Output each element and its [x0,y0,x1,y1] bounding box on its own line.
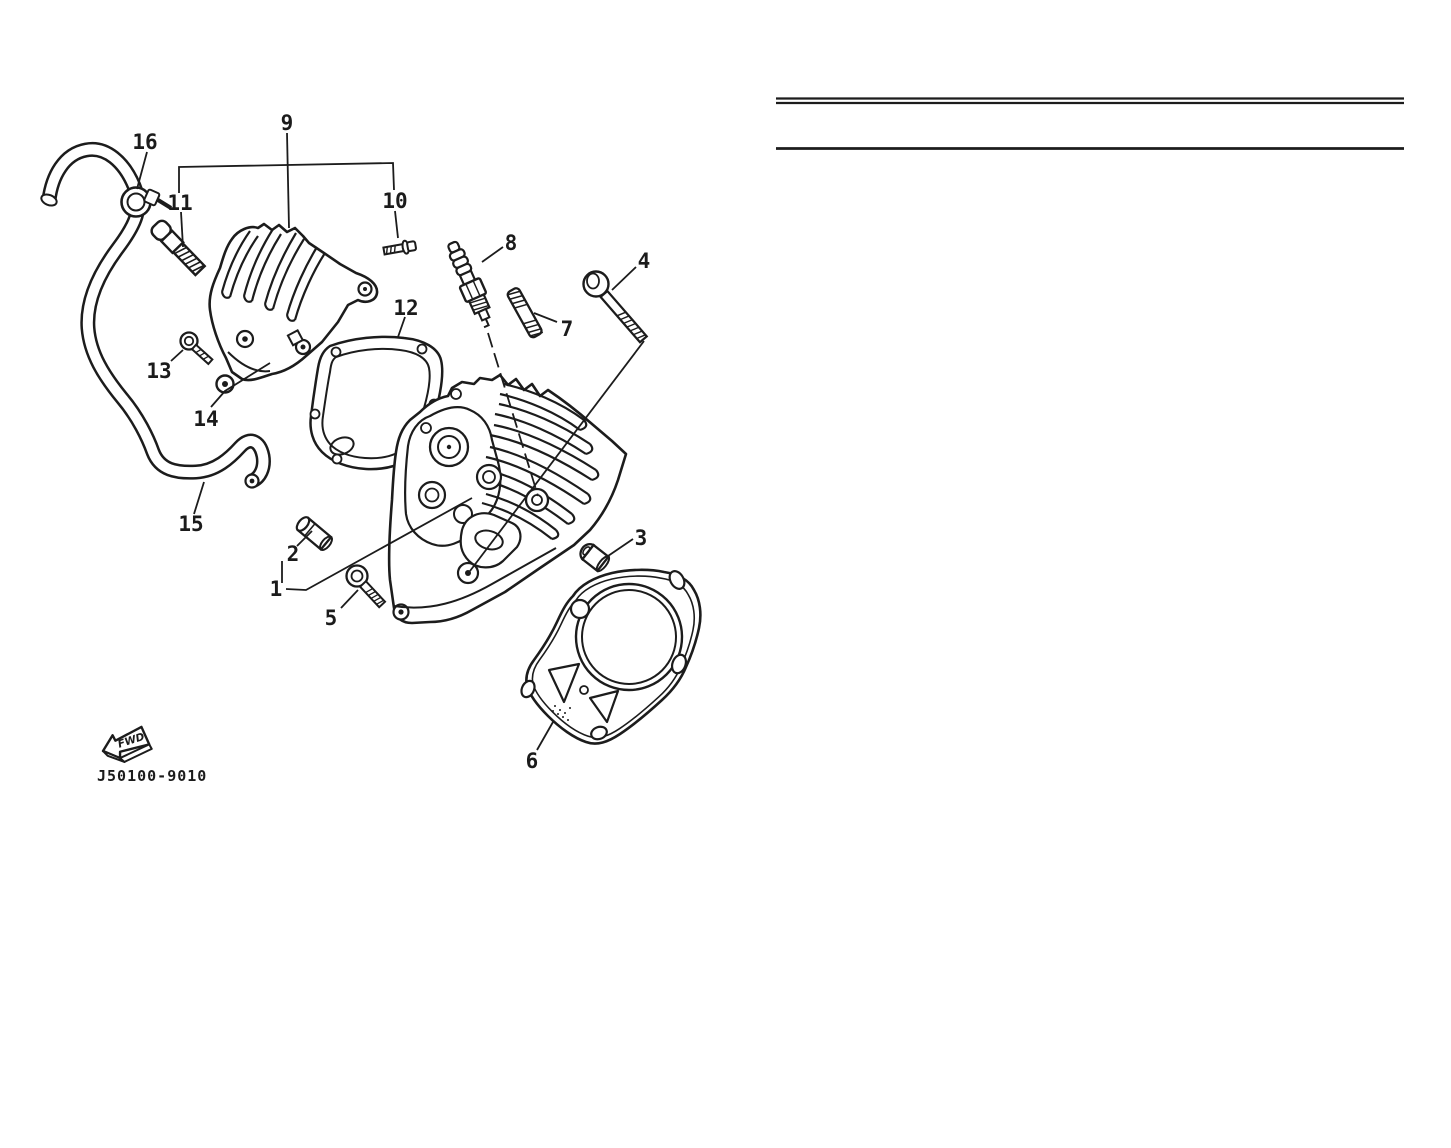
dowel-pin [295,516,333,552]
clamp-screw-housing [143,188,161,207]
gasket-cutout-right [588,689,620,724]
leader-8-dashed [487,332,539,497]
callout-14: 14 [193,407,218,431]
cover-fins [220,228,326,322]
callout-8: 8 [505,231,518,255]
flange-bolt [345,564,387,609]
clamp-screw [156,198,173,210]
leader-14 [210,362,271,408]
leader-12 [397,316,406,338]
gasket-stipple [552,705,571,721]
callout-numbers: 1 2 3 4 5 6 7 8 9 10 11 12 13 14 15 16 [132,111,650,773]
leader-3 [607,538,634,557]
head-face-outline [404,406,502,547]
cover-tab [286,329,305,347]
callout-16: 16 [132,130,157,154]
head-bolt [582,270,649,344]
leader-bracket-9-10-11 [178,162,395,193]
callout-11: 11 [167,191,192,215]
stud-threads [174,246,205,273]
cylinder-head-cover [208,222,379,382]
leader-15 [193,481,205,515]
stud-bolt [506,287,544,339]
callout-2: 2 [287,542,300,566]
spark-plug-hole [524,487,550,513]
breather-hose [40,141,271,489]
callout-3: 3 [635,526,648,550]
cap-nut [579,543,611,573]
leader-2 [296,530,313,547]
callout-9: 9 [281,111,294,135]
intake-port [459,512,522,569]
leader-lines [136,132,645,751]
leader-4 [611,266,637,291]
leader-1-long [285,497,473,591]
leader-10 [394,210,399,239]
head-base-rim [393,547,557,609]
leader-11 [180,211,184,248]
cover-bolt [179,331,214,366]
leader-16 [136,151,148,190]
callout-7: 7 [561,317,574,341]
gasket-bore-inner [581,589,677,685]
cover-gasket-inner [321,347,431,460]
bolt-head [582,270,610,298]
leader-13 [170,349,184,362]
part-code: J50100-9010 [97,767,207,785]
callout-13: 13 [146,359,171,383]
leader-6 [536,721,554,751]
hose-clamp [120,186,173,218]
callout-4: 4 [638,249,651,273]
tappet-adjuster-stud [150,219,207,277]
leader-5 [340,589,359,609]
cylinder-head [387,373,628,625]
callout-12: 12 [393,296,418,320]
callout-15: 15 [178,512,203,536]
cover-screw [382,239,417,256]
callout-1: 1 [270,577,283,601]
leader-9 [286,132,290,229]
callout-5: 5 [325,606,338,630]
leader-4-long [469,340,645,572]
gasket-bore-outer [574,582,684,692]
head-holes [392,487,550,621]
hose-open-end-top [40,193,58,207]
plug-threads [469,297,489,311]
spark-plug [447,240,491,329]
callout-6: 6 [526,749,539,773]
callout-10: 10 [382,189,407,213]
cover-gasket-sub-opening [329,436,355,456]
fwd-arrow: FWD [101,725,153,763]
gasket-cutout-left [547,662,581,704]
leader-7 [533,312,558,323]
plug-electrode [483,318,490,329]
leader-8 [481,246,504,263]
head-gasket-holes [520,570,688,741]
head-gasket-inner-line [531,575,695,739]
cylinder-head-gasket [520,568,702,745]
header-rules [776,97,1404,150]
head-valve-details [417,388,503,524]
